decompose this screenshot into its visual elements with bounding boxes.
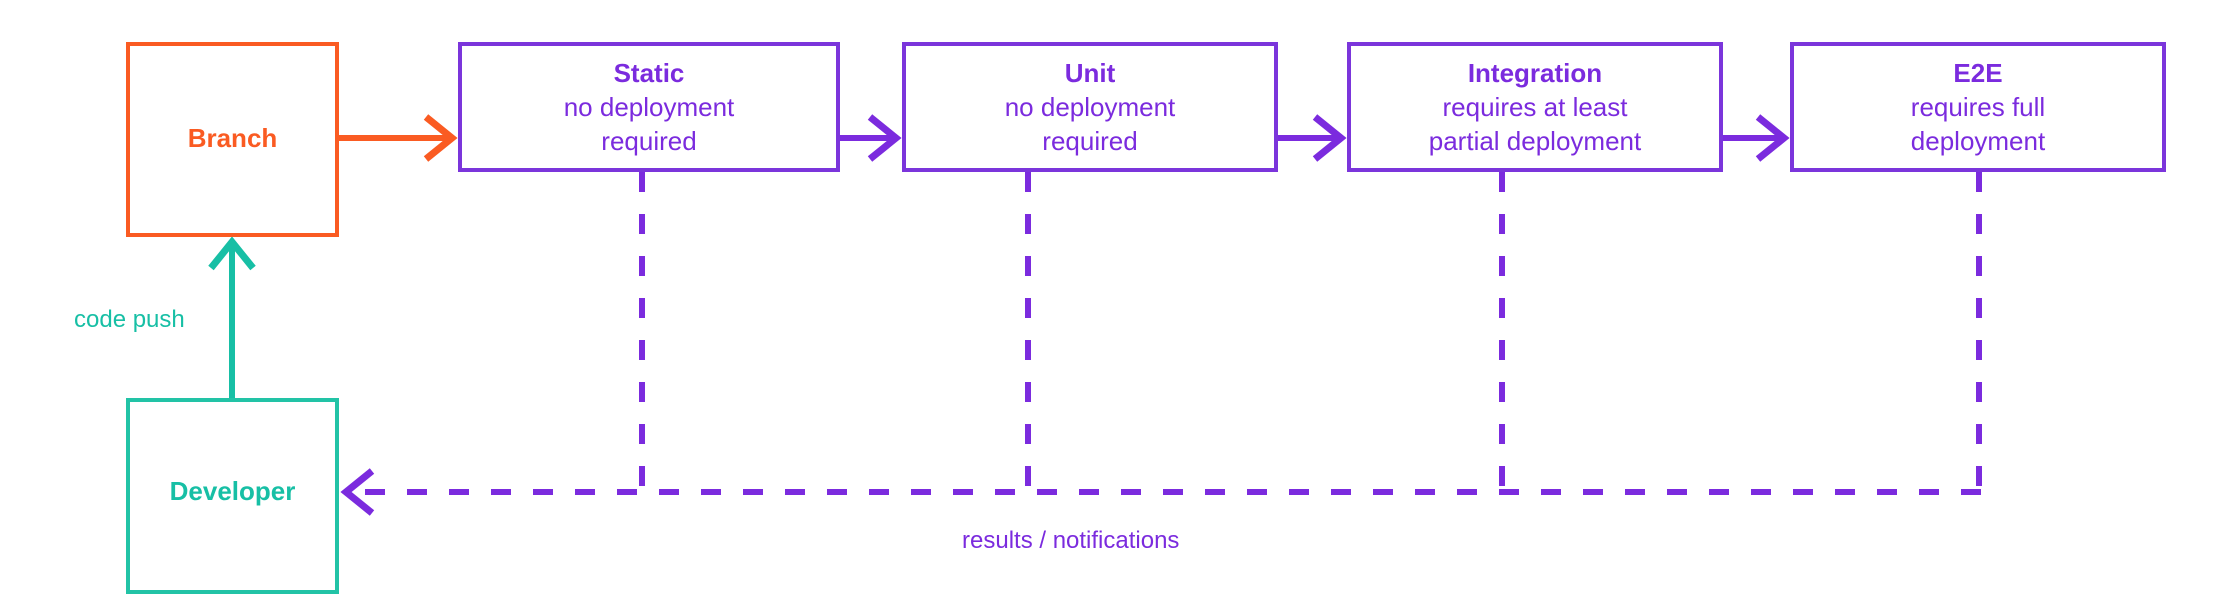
edge-integration-to-e2e — [1723, 114, 1790, 162]
node-e2e[interactable]: E2E requires full deployment — [1790, 42, 2166, 172]
arrowhead-right-icon — [423, 114, 458, 162]
node-unit-title: Unit — [1064, 58, 1116, 88]
arrowhead-left-icon — [340, 468, 375, 516]
node-e2e-title: E2E — [1953, 58, 2003, 88]
node-branch-title: Branch — [187, 123, 278, 153]
node-unit-subtitle: no deployment required — [1004, 92, 1176, 156]
node-developer[interactable]: Developer — [126, 398, 339, 594]
arrowhead-right-icon — [1755, 114, 1790, 162]
edge-branch-to-static — [339, 114, 458, 162]
node-integration-subtitle: requires at least partial deployment — [1428, 92, 1642, 156]
edge-stage-risers — [639, 172, 1982, 492]
node-integration[interactable]: Integration requires at least partial de… — [1347, 42, 1723, 172]
node-branch[interactable]: Branch — [126, 42, 339, 237]
node-e2e-subtitle: requires full deployment — [1910, 92, 2046, 156]
edge-static-to-unit — [840, 114, 902, 162]
node-static-title: Static — [613, 58, 685, 88]
edge-label-results-notifications: results / notifications — [962, 527, 1180, 554]
node-static[interactable]: Static no deployment required — [458, 42, 840, 172]
arrowhead-right-icon — [1312, 114, 1347, 162]
edge-stages-to-developer — [340, 468, 1981, 516]
edge-developer-to-branch — [208, 236, 256, 398]
arrowhead-right-icon — [867, 114, 902, 162]
edge-label-code-push: code push — [74, 306, 185, 333]
node-static-subtitle: no deployment required — [563, 92, 735, 156]
node-integration-title: Integration — [1467, 58, 1603, 88]
arrowhead-up-icon — [208, 236, 256, 271]
node-developer-title: Developer — [169, 476, 296, 506]
node-unit[interactable]: Unit no deployment required — [902, 42, 1278, 172]
edge-unit-to-integration — [1278, 114, 1347, 162]
